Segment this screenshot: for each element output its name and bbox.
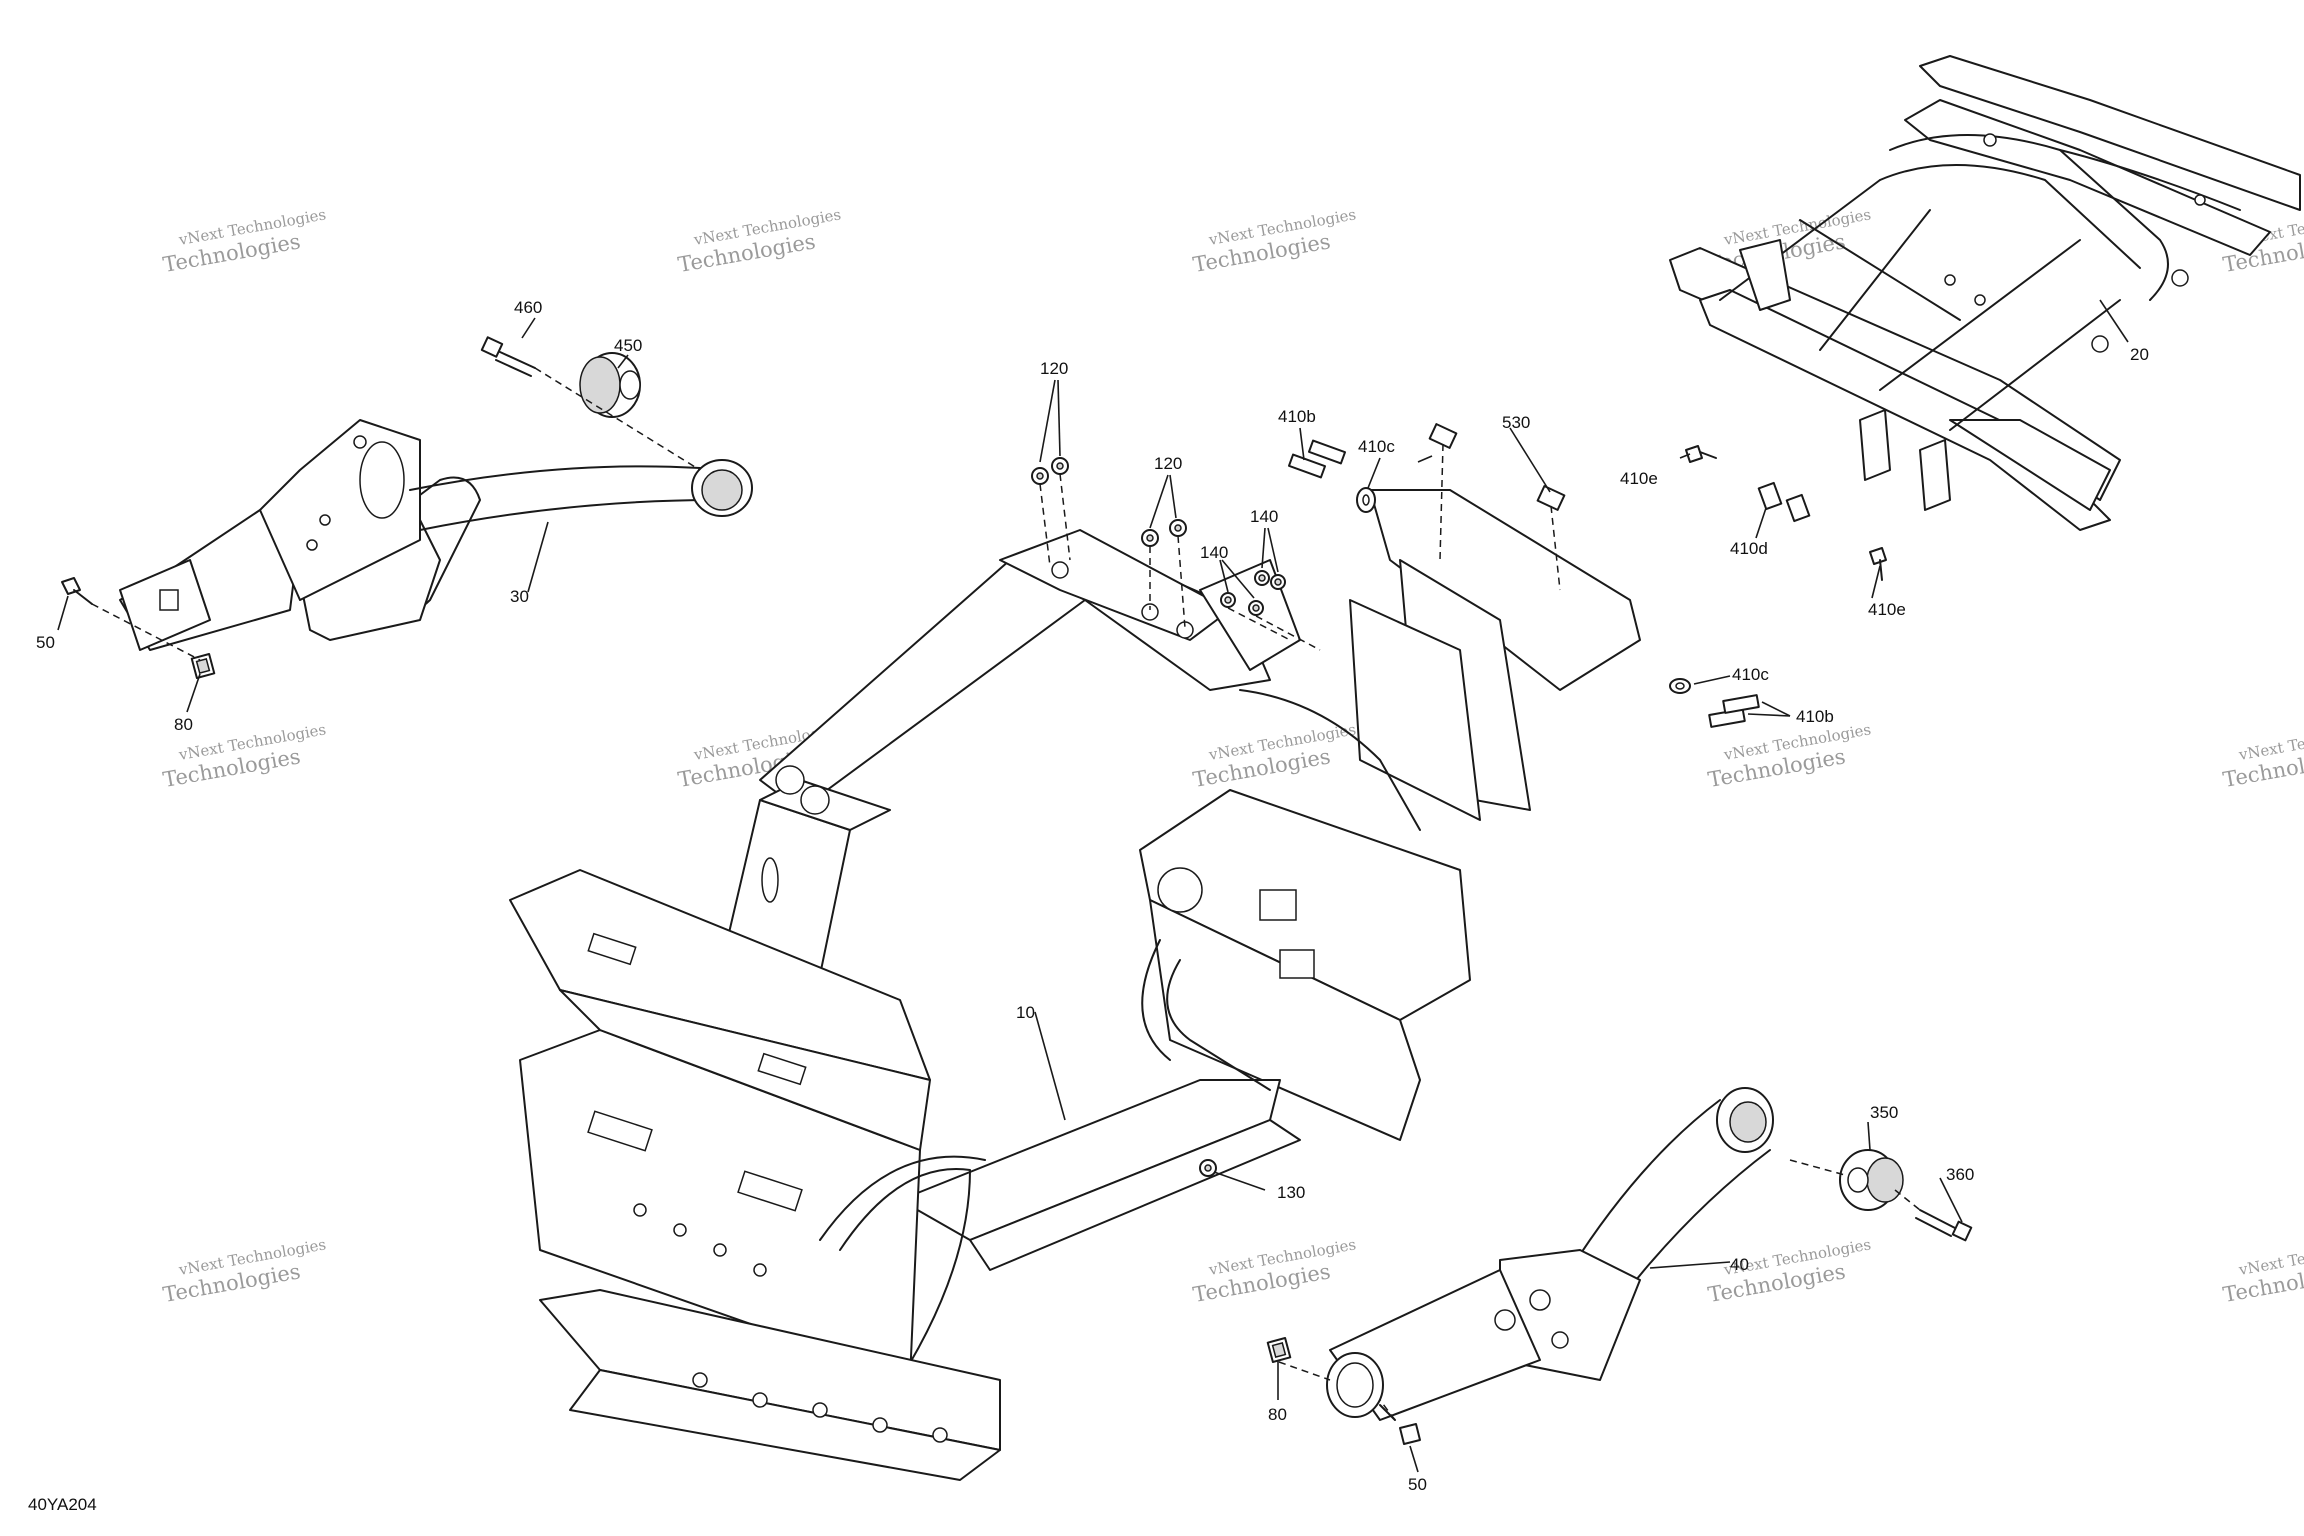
callout-20: 20 <box>2130 345 2149 364</box>
callout-140-lower: 140 <box>1200 543 1228 562</box>
clip-part-410d <box>1757 481 1811 523</box>
bolt-part-50-left <box>61 577 93 605</box>
bolt-part-360 <box>1915 1209 1973 1242</box>
callout-120-lower: 120 <box>1154 454 1182 473</box>
callout-80-right: 80 <box>1268 1405 1287 1424</box>
bolt-part-410e-lower <box>1869 547 1887 581</box>
callout-410e-upper: 410e <box>1620 469 1658 488</box>
assembly-lines <box>91 367 1921 1421</box>
bolt-part-410b-upper <box>1287 439 1347 479</box>
callout-410e-lower: 410e <box>1868 600 1906 619</box>
callout-410b-upper: 410b <box>1278 407 1316 426</box>
callout-50-left: 50 <box>36 633 55 652</box>
callout-360: 360 <box>1946 1165 1974 1184</box>
callout-120-upper: 120 <box>1040 359 1068 378</box>
washer-part-410c-upper <box>1356 487 1376 513</box>
callout-10: 10 <box>1016 1003 1035 1022</box>
main-frame-part-10 <box>509 489 1641 1481</box>
arm-part-30 <box>119 419 753 651</box>
rear-subframe-part-20 <box>1669 55 2301 531</box>
nut-part-120-group <box>1031 457 1187 547</box>
arm-part-40 <box>1326 1087 1774 1421</box>
callout-410c-lower: 410c <box>1732 665 1769 684</box>
callout-410c-upper: 410c <box>1358 437 1395 456</box>
washer-part-410c-lower <box>1669 678 1691 694</box>
callout-410d: 410d <box>1730 539 1768 558</box>
bushing-part-350 <box>1839 1149 1904 1211</box>
callout-350: 350 <box>1870 1103 1898 1122</box>
nut-part-80-left <box>190 653 216 679</box>
callout-450: 450 <box>614 336 642 355</box>
callout-labels: 460 450 30 50 80 120 120 140 140 410b 41… <box>36 298 2149 1494</box>
callout-80-left: 80 <box>174 715 193 734</box>
callout-140-upper: 140 <box>1250 507 1278 526</box>
bolt-part-410b-lower <box>1708 694 1760 728</box>
callout-410b-lower: 410b <box>1796 707 1834 726</box>
bushing-part-450 <box>579 352 641 418</box>
callout-130: 130 <box>1277 1183 1305 1202</box>
nut-part-130 <box>1199 1159 1217 1177</box>
callout-30: 30 <box>510 587 529 606</box>
leader-lines <box>57 299 2129 1473</box>
callout-50-right: 50 <box>1408 1475 1427 1494</box>
diagram-code-label: 40YA204 <box>28 1495 97 1514</box>
callout-460: 460 <box>514 298 542 317</box>
clip-part-530 <box>1428 423 1566 511</box>
bolt-part-410e-upper <box>1685 445 1717 463</box>
nut-part-140-group <box>1220 570 1286 616</box>
bolt-part-460 <box>480 336 536 377</box>
callout-530: 530 <box>1502 413 1530 432</box>
callout-40: 40 <box>1730 1255 1749 1274</box>
nut-part-80-right <box>1266 1337 1292 1363</box>
